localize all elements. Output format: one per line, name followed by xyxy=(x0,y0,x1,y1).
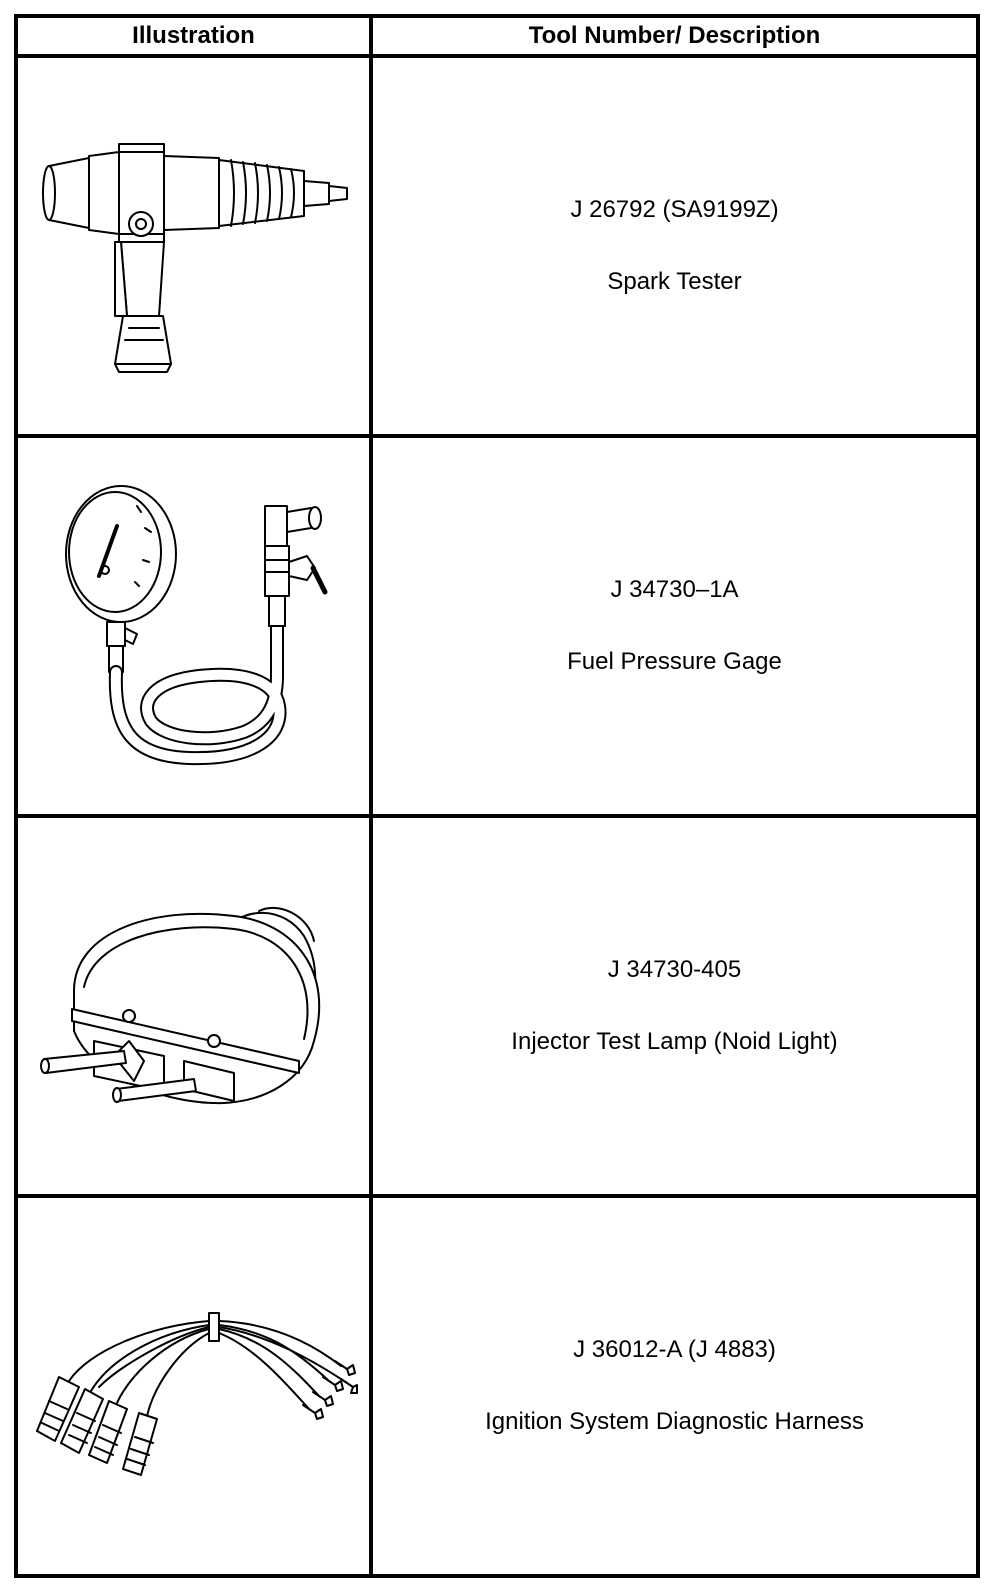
table-row: J 34730-405 Injector Test Lamp (Noid Lig… xyxy=(14,814,980,1198)
illustration-cell xyxy=(14,814,373,1198)
tool-name: Injector Test Lamp (Noid Light) xyxy=(511,1028,838,1055)
illustration-cell xyxy=(14,54,373,438)
tool-number: J 34730-405 xyxy=(607,956,742,983)
tool-number: J 26792 (SA9199Z) xyxy=(570,196,779,223)
spark-tester-icon xyxy=(29,116,359,376)
description-cell: J 26792 (SA9199Z) Spark Tester xyxy=(369,54,980,438)
table-header-row: Illustration Tool Number/ Description xyxy=(14,14,980,58)
table-row: J 26792 (SA9199Z) Spark Tester xyxy=(14,54,980,438)
tool-number: J 36012-A (J 4883) xyxy=(573,1336,776,1363)
illustration-cell xyxy=(14,434,373,818)
ignition-harness-icon xyxy=(29,1291,359,1481)
tool-number: J 34730–1A xyxy=(610,576,739,603)
tool-name: Spark Tester xyxy=(607,268,742,295)
table-row: J 36012-A (J 4883) Ignition System Diagn… xyxy=(14,1194,980,1578)
description-cell: J 34730-405 Injector Test Lamp (Noid Lig… xyxy=(369,814,980,1198)
table-row: J 34730–1A Fuel Pressure Gage xyxy=(14,434,980,818)
tool-name: Fuel Pressure Gage xyxy=(567,648,782,675)
description-cell: J 36012-A (J 4883) Ignition System Diagn… xyxy=(369,1194,980,1578)
special-tools-table: Illustration Tool Number/ Description xyxy=(14,14,980,1578)
noid-light-icon xyxy=(34,891,354,1121)
illustration-cell xyxy=(14,1194,373,1578)
tool-name: Ignition System Diagnostic Harness xyxy=(485,1408,864,1435)
description-cell: J 34730–1A Fuel Pressure Gage xyxy=(369,434,980,818)
header-tool-description: Tool Number/ Description xyxy=(369,14,980,58)
fuel-pressure-gage-icon xyxy=(39,476,349,776)
header-illustration: Illustration xyxy=(14,14,373,58)
